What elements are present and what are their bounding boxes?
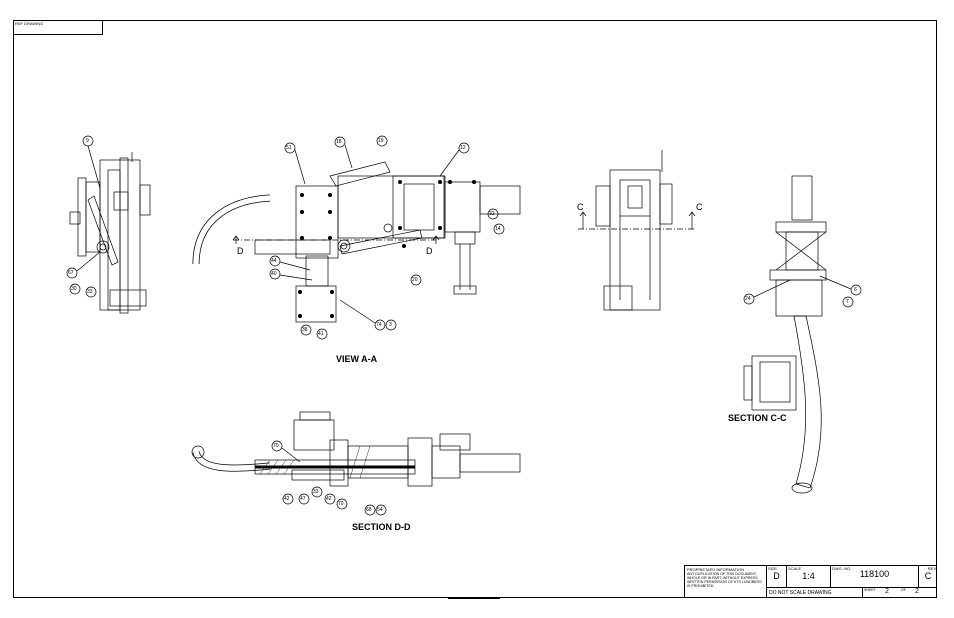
balloon-67: 67 [68, 270, 74, 276]
do-not-scale-cell: DO NOT SCALE DRAWING [766, 588, 862, 598]
balloon-9: 9 [86, 138, 89, 144]
proprietary-heading: PROPRIETARY INFORMATION [687, 567, 745, 572]
balloon-c-7: 7 [846, 299, 849, 305]
sheet-label: SHEET [864, 588, 876, 592]
balloon-d-70a: 70 [273, 443, 279, 449]
balloon-d-68: 68 [366, 507, 372, 513]
scale-label: SCALE [788, 566, 802, 571]
section-c-c-label: SECTION C-C [728, 413, 787, 423]
balloons-left [66, 135, 101, 298]
balloon-18: 18 [336, 139, 342, 145]
ref-drawing-label: REF DRAWING [15, 21, 44, 26]
balloons-section-d [271, 440, 387, 516]
section-c-c-view [743, 175, 827, 494]
dwg-no-value: 118100 [859, 569, 890, 579]
left-side-view [69, 152, 151, 314]
dwg-no-label: DWG. NO. [832, 566, 852, 571]
size-label: SIZE [768, 566, 777, 571]
balloon-74: 74 [376, 322, 382, 328]
proprietary-block: PROPRIETARY INFORMATION ANY DUPLICATION … [687, 567, 763, 588]
balloon-d-47: 47 [300, 496, 306, 502]
title-block: PROPRIETARY INFORMATION ANY DUPLICATION … [684, 565, 937, 598]
balloon-d-42a: 42 [284, 496, 290, 502]
section-d-d-label: SECTION D-D [352, 522, 411, 532]
size-cell: SIZE D [766, 566, 786, 588]
of-label: OF [901, 588, 906, 592]
size-value: D [773, 571, 780, 581]
rev-label: REV [927, 566, 936, 571]
balloon-30: 30 [71, 286, 77, 292]
balloon-40: 40 [271, 271, 277, 277]
balloon-3: 3 [389, 322, 392, 328]
rev-cell: REV C [918, 566, 937, 588]
balloon-d-33: 33 [313, 489, 319, 495]
view-a-a-label: VIEW A-A [336, 354, 378, 364]
balloon-14: 14 [495, 226, 501, 232]
balloon-19: 19 [378, 138, 384, 144]
balloon-d-54: 54 [377, 507, 383, 513]
rev-value: C [924, 571, 932, 581]
balloon-d-70b: 70 [338, 501, 344, 507]
balloon-20: 20 [412, 277, 418, 283]
scale-value: 1:4 [802, 571, 815, 581]
balloon-51: 51 [286, 145, 292, 151]
ref-drawing-box: REF DRAWING [13, 20, 103, 35]
balloon-32: 32 [489, 211, 495, 217]
of-value: 2 [915, 588, 919, 595]
balloons-section-c [743, 275, 862, 308]
cut-c-right: C [696, 202, 703, 212]
balloon-12: 12 [460, 145, 466, 151]
cut-c-left: C [577, 202, 584, 212]
sheet-value: 2 [885, 588, 889, 595]
section-d-d-view [191, 411, 521, 487]
balloon-44: 44 [271, 258, 277, 264]
balloons-center [269, 135, 505, 340]
front-view [578, 150, 696, 311]
balloon-c-6: 6 [854, 287, 857, 293]
balloon-38: 38 [302, 327, 308, 333]
balloon-41: 41 [318, 331, 324, 337]
balloon-33: 33 [87, 289, 93, 295]
scale-cell: SCALE 1:4 [786, 566, 830, 588]
sheet-cell: SHEET 2 OF 2 [862, 588, 937, 598]
cut-d-left: D [237, 246, 244, 256]
do-not-scale-text: DO NOT SCALE DRAWING [769, 590, 832, 596]
balloon-d-42b: 42 [326, 496, 332, 502]
proprietary-text: ANY DUPLICATION OF THIS DOCUMENT, WHOLE … [687, 572, 762, 588]
dwg-no-cell: DWG. NO. 118100 [830, 566, 918, 588]
cut-d-right: D [426, 246, 433, 256]
view-a-a [192, 161, 521, 323]
balloon-c-24: 24 [745, 296, 751, 302]
